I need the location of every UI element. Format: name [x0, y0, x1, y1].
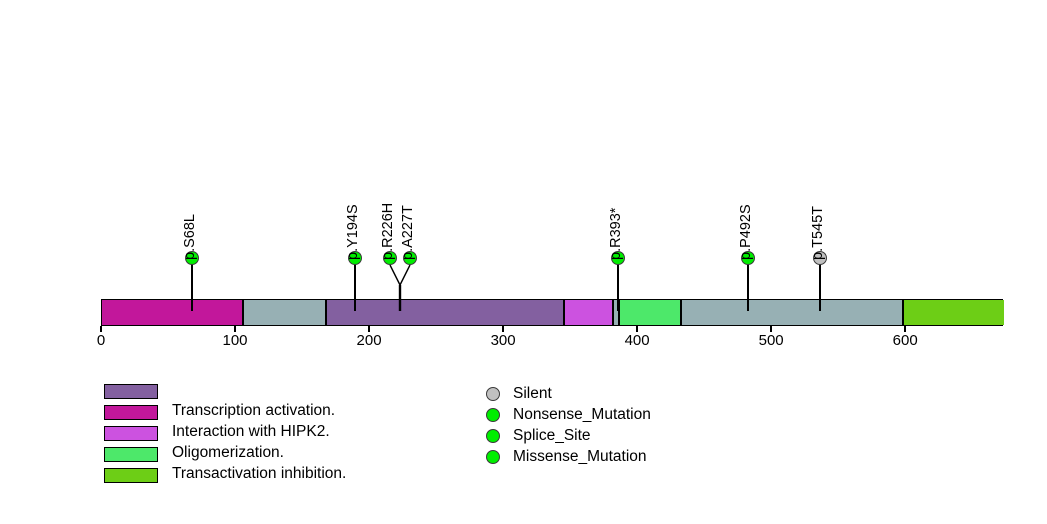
lollipop-label: p.R393* [608, 207, 624, 260]
lollipop-label: p.S68L [182, 214, 198, 260]
position-axis: 0 100 200 300 400 500 600 [0, 326, 1047, 354]
lollipop-head[interactable] [348, 251, 362, 265]
lollipop-label: p.P492S [738, 204, 754, 260]
lollipop-label: p.T545T [810, 206, 826, 260]
mutation-legend-dot [486, 387, 500, 401]
axis-tick-label: 200 [356, 332, 382, 349]
lollipop-head[interactable] [403, 251, 417, 265]
lollipop-head[interactable] [741, 251, 755, 265]
lollipop-stem [617, 264, 619, 311]
axis-tick [100, 326, 102, 332]
axis-tick [904, 326, 906, 332]
axis-tick-label: 500 [758, 332, 784, 349]
axis-tick [502, 326, 504, 332]
lollipop-label: p.R226H [380, 202, 396, 260]
fork-leg [399, 264, 411, 286]
lollipop-label: p.A227T [400, 205, 416, 260]
lollipop-label: p.Y194S [345, 204, 361, 260]
lollipop-head[interactable] [383, 251, 397, 265]
domain-segment [612, 300, 620, 325]
axis-tick-label: 300 [490, 332, 516, 349]
domain-legend-swatch [104, 468, 158, 483]
domain-legend-label: Oligomerization. [172, 444, 284, 461]
domain-segment [102, 300, 243, 325]
protein-domain-track [101, 299, 1004, 326]
axis-tick-label: 0 [96, 332, 106, 349]
lollipop-stem [354, 264, 356, 311]
mutation-legend-label: Nonsense_Mutation [513, 406, 651, 423]
mutation-legend-label: Missense_Mutation [513, 448, 647, 465]
lollipop-head[interactable] [611, 251, 625, 265]
mutation-legend-label: Splice_Site [513, 427, 591, 444]
domain-segment [619, 300, 681, 325]
domain-segment [680, 300, 904, 325]
domain-legend-label: Transactivation inhibition. [172, 465, 347, 482]
mutation-legend-label: Silent [513, 385, 552, 402]
axis-tick-label: 600 [892, 332, 918, 349]
domain-legend-swatch [104, 405, 158, 420]
lollipop-stem [747, 264, 749, 311]
domain-legend-swatch [104, 447, 158, 462]
domain-segment [903, 300, 1004, 325]
domain-segment [242, 300, 326, 325]
lollipop-head[interactable] [185, 251, 199, 265]
axis-tick [234, 326, 236, 332]
mutation-legend-dot [486, 408, 500, 422]
axis-tick [368, 326, 370, 332]
axis-tick [636, 326, 638, 332]
domain-legend-label: Interaction with HIPK2. [172, 423, 330, 440]
domain-legend-swatch [104, 426, 158, 441]
axis-tick-label: 100 [222, 332, 248, 349]
lollipop-head[interactable] [813, 251, 827, 265]
axis-tick [770, 326, 772, 332]
domain-segment [325, 300, 565, 325]
axis-tick-label: 400 [624, 332, 650, 349]
mutation-legend-dot [486, 450, 500, 464]
domain-legend-swatch [104, 384, 158, 399]
domain-legend-label: Transcription activation. [172, 402, 336, 419]
lollipop-stem [819, 264, 821, 311]
lollipop-stem [191, 264, 193, 311]
fork-leg [389, 264, 401, 286]
domain-segment [564, 300, 613, 325]
mutation-legend-dot [486, 429, 500, 443]
